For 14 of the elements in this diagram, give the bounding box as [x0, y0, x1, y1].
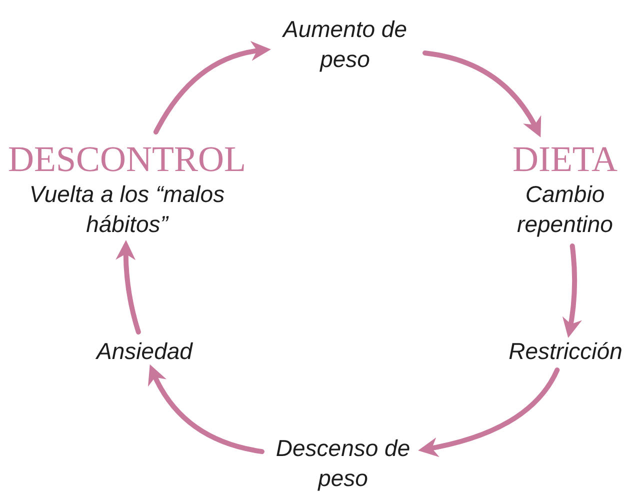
- stage-text: Descenso de peso: [274, 434, 412, 493]
- stage-text: Restricción: [508, 337, 622, 366]
- stage-text: Cambio repentino: [516, 180, 614, 239]
- curved-arrow: [153, 42, 271, 134]
- curved-arrow: [562, 244, 582, 338]
- curved-arrow: [422, 50, 541, 138]
- stage-text: Vuelta a los “malos hábitos”: [28, 180, 226, 239]
- curved-arrow: [116, 240, 141, 334]
- stage-text: Aumento de peso: [281, 15, 408, 74]
- curved-arrow: [148, 364, 264, 454]
- curved-arrow: [418, 368, 560, 457]
- stage-text: Ansiedad: [96, 337, 192, 366]
- stage-heading: DESCONTROL: [8, 139, 246, 179]
- stage-heading: DIETA: [512, 139, 618, 179]
